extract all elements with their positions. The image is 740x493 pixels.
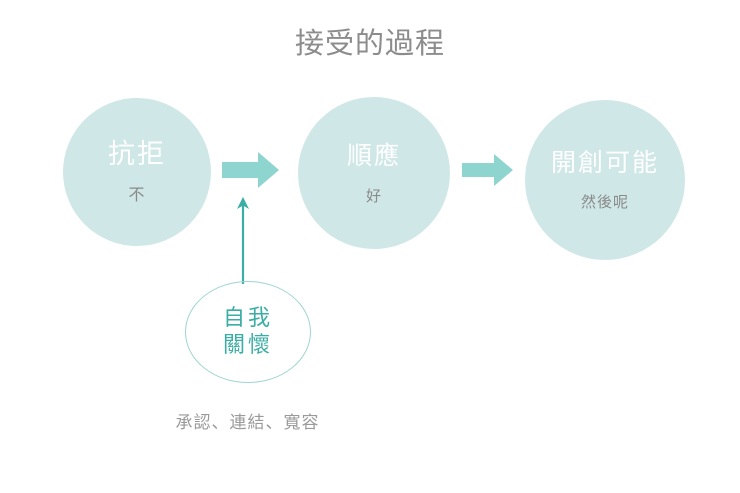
node-accept-label: 順應 [346, 140, 401, 170]
page-title: 接受的過程 [294, 26, 445, 60]
self-care-caption: 承認、連結、寬容 [175, 413, 320, 433]
node-accept-sublabel: 好 [365, 186, 382, 205]
arrow-selfcare-to-flow [232, 196, 254, 288]
node-reject[interactable]: 抗拒 不 [63, 98, 211, 246]
node-create-label: 開創可能 [550, 148, 659, 177]
arrow-reject-to-accept [222, 150, 280, 194]
node-reject-label: 抗拒 [108, 139, 166, 170]
node-self-care-line-2: 關懷 [222, 333, 273, 358]
node-create[interactable]: 開創可能 然後呢 [525, 100, 685, 260]
node-reject-sublabel: 不 [128, 185, 146, 204]
node-create-sublabel: 然後呢 [580, 193, 629, 211]
node-self-care-line-1: 自我 [222, 306, 273, 331]
arrow-accept-to-create [462, 152, 514, 192]
node-accept[interactable]: 順應 好 [298, 97, 450, 249]
node-self-care[interactable]: 自我 關懷 [185, 281, 311, 383]
